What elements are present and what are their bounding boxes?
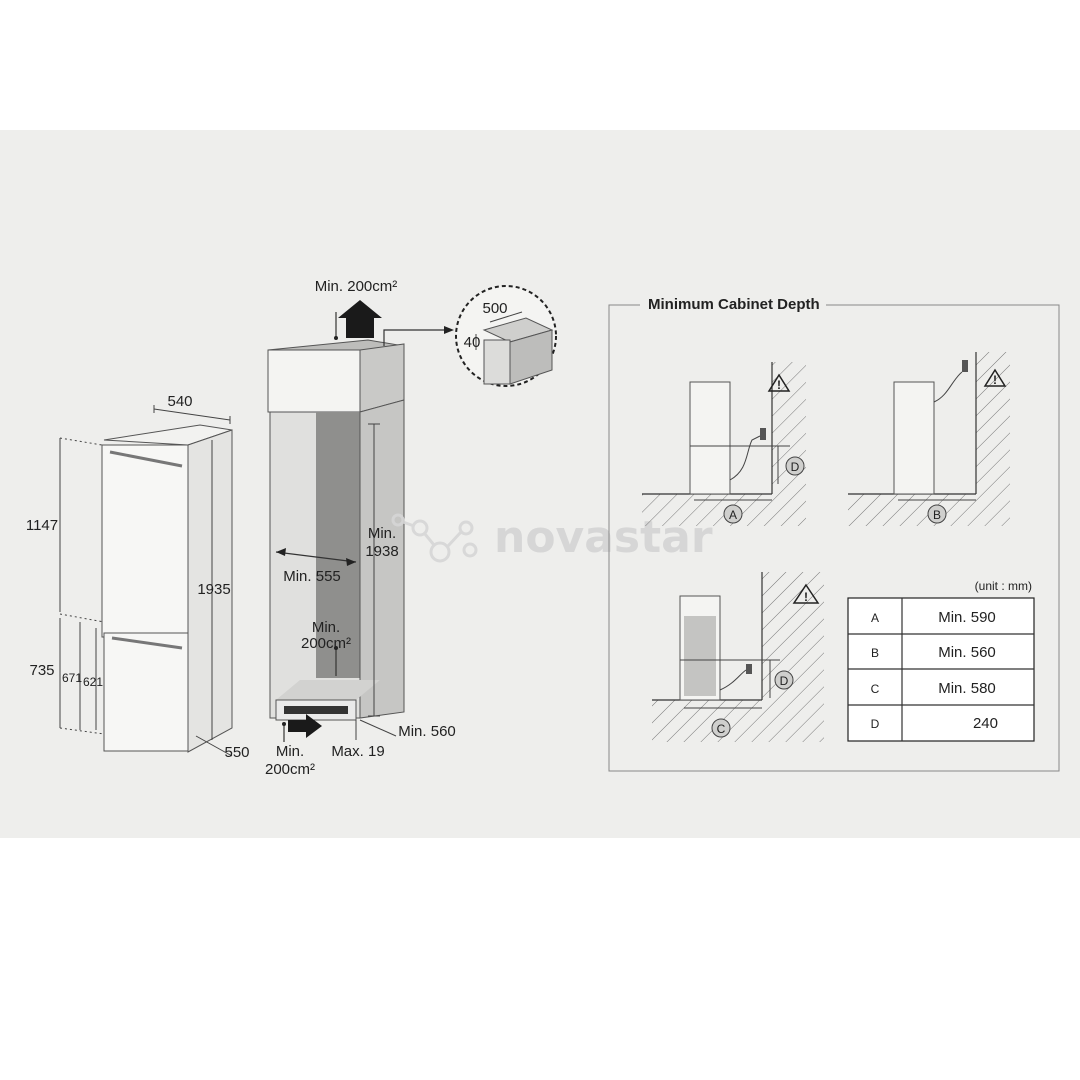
warning-icon: !	[804, 590, 808, 604]
scenario-c-d-letter: D	[780, 674, 789, 688]
detail-depth-label: 500	[482, 300, 507, 317]
scenario-c	[652, 572, 824, 742]
table-value-c: Min. 580	[938, 680, 996, 697]
table-key-a: A	[871, 611, 879, 625]
depth-panel	[608, 292, 1060, 772]
detail-height-label: 40	[464, 334, 481, 351]
table-value-b: Min. 560	[938, 644, 996, 661]
fridge-depth-label: 550	[224, 744, 249, 761]
vent-bottom-label: Min.	[276, 743, 304, 760]
table-key-c: C	[871, 682, 880, 696]
min-width-label: Min. 555	[283, 568, 341, 585]
fridge-671-label: 671	[62, 671, 82, 685]
vent-mid-value: 200cm²	[301, 635, 351, 652]
fridge-width-label: 540	[167, 393, 192, 410]
depth-panel-title: Minimum Cabinet Depth	[648, 296, 820, 313]
cabinet-dimension-lines	[275, 312, 397, 742]
vent-top-label: Min. 200cm²	[315, 278, 398, 295]
scenario-a	[642, 362, 806, 526]
cabinet-detail-circle	[455, 285, 557, 387]
scenario-a-letter: A	[729, 508, 737, 522]
fridge-dimension-lines	[59, 405, 233, 757]
fridge-bottom-height-label: 735	[29, 662, 54, 679]
scenario-b	[848, 352, 1010, 526]
fridge-drawing	[101, 424, 233, 753]
warning-icon: !	[777, 378, 781, 392]
min-height-value: 1938	[365, 543, 398, 560]
depth-table	[847, 597, 1035, 742]
watermark-logo	[391, 513, 478, 563]
fridge-621-label: 621	[83, 675, 103, 689]
unit-label: (unit : mm)	[975, 579, 1032, 593]
scenario-a-d-letter: D	[791, 460, 800, 474]
table-key-d: D	[871, 717, 880, 731]
warning-icon: !	[993, 373, 997, 387]
scenario-b-letter: B	[933, 508, 941, 522]
table-key-b: B	[871, 646, 879, 660]
min-height-label: Min.	[368, 525, 396, 542]
vent-bottom-value: 200cm²	[265, 761, 315, 778]
fridge-total-height-label: 1935	[197, 581, 230, 598]
cabinet-drawing	[267, 300, 454, 738]
table-value-d: 240	[973, 715, 998, 732]
table-value-a: Min. 590	[938, 609, 996, 626]
max-plinth-label: Max. 19	[331, 743, 384, 760]
scenario-c-letter: C	[717, 722, 726, 736]
fridge-top-height-label: 1147	[26, 517, 58, 534]
min-depth-label: Min. 560	[398, 723, 456, 740]
vent-mid-label: Min.	[312, 619, 340, 636]
